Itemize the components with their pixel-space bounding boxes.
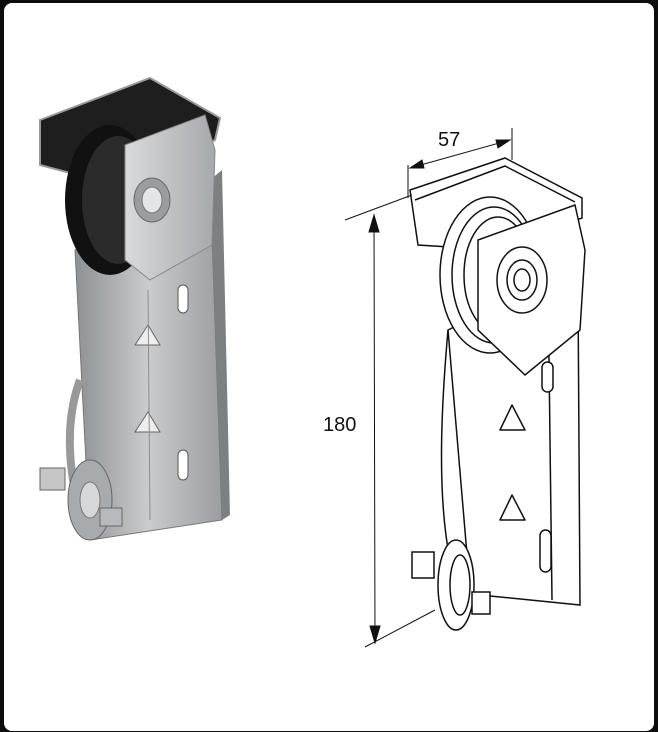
bracket-photo xyxy=(39,76,230,541)
width-dimension-label: 57 xyxy=(438,129,460,151)
bracket-line-drawing xyxy=(409,157,586,631)
product-figure: 57 180 xyxy=(39,76,586,648)
product-image-card: 57 180 xyxy=(4,3,654,731)
dimension-lines xyxy=(344,128,513,648)
height-dimension-label: 180 xyxy=(323,414,356,436)
